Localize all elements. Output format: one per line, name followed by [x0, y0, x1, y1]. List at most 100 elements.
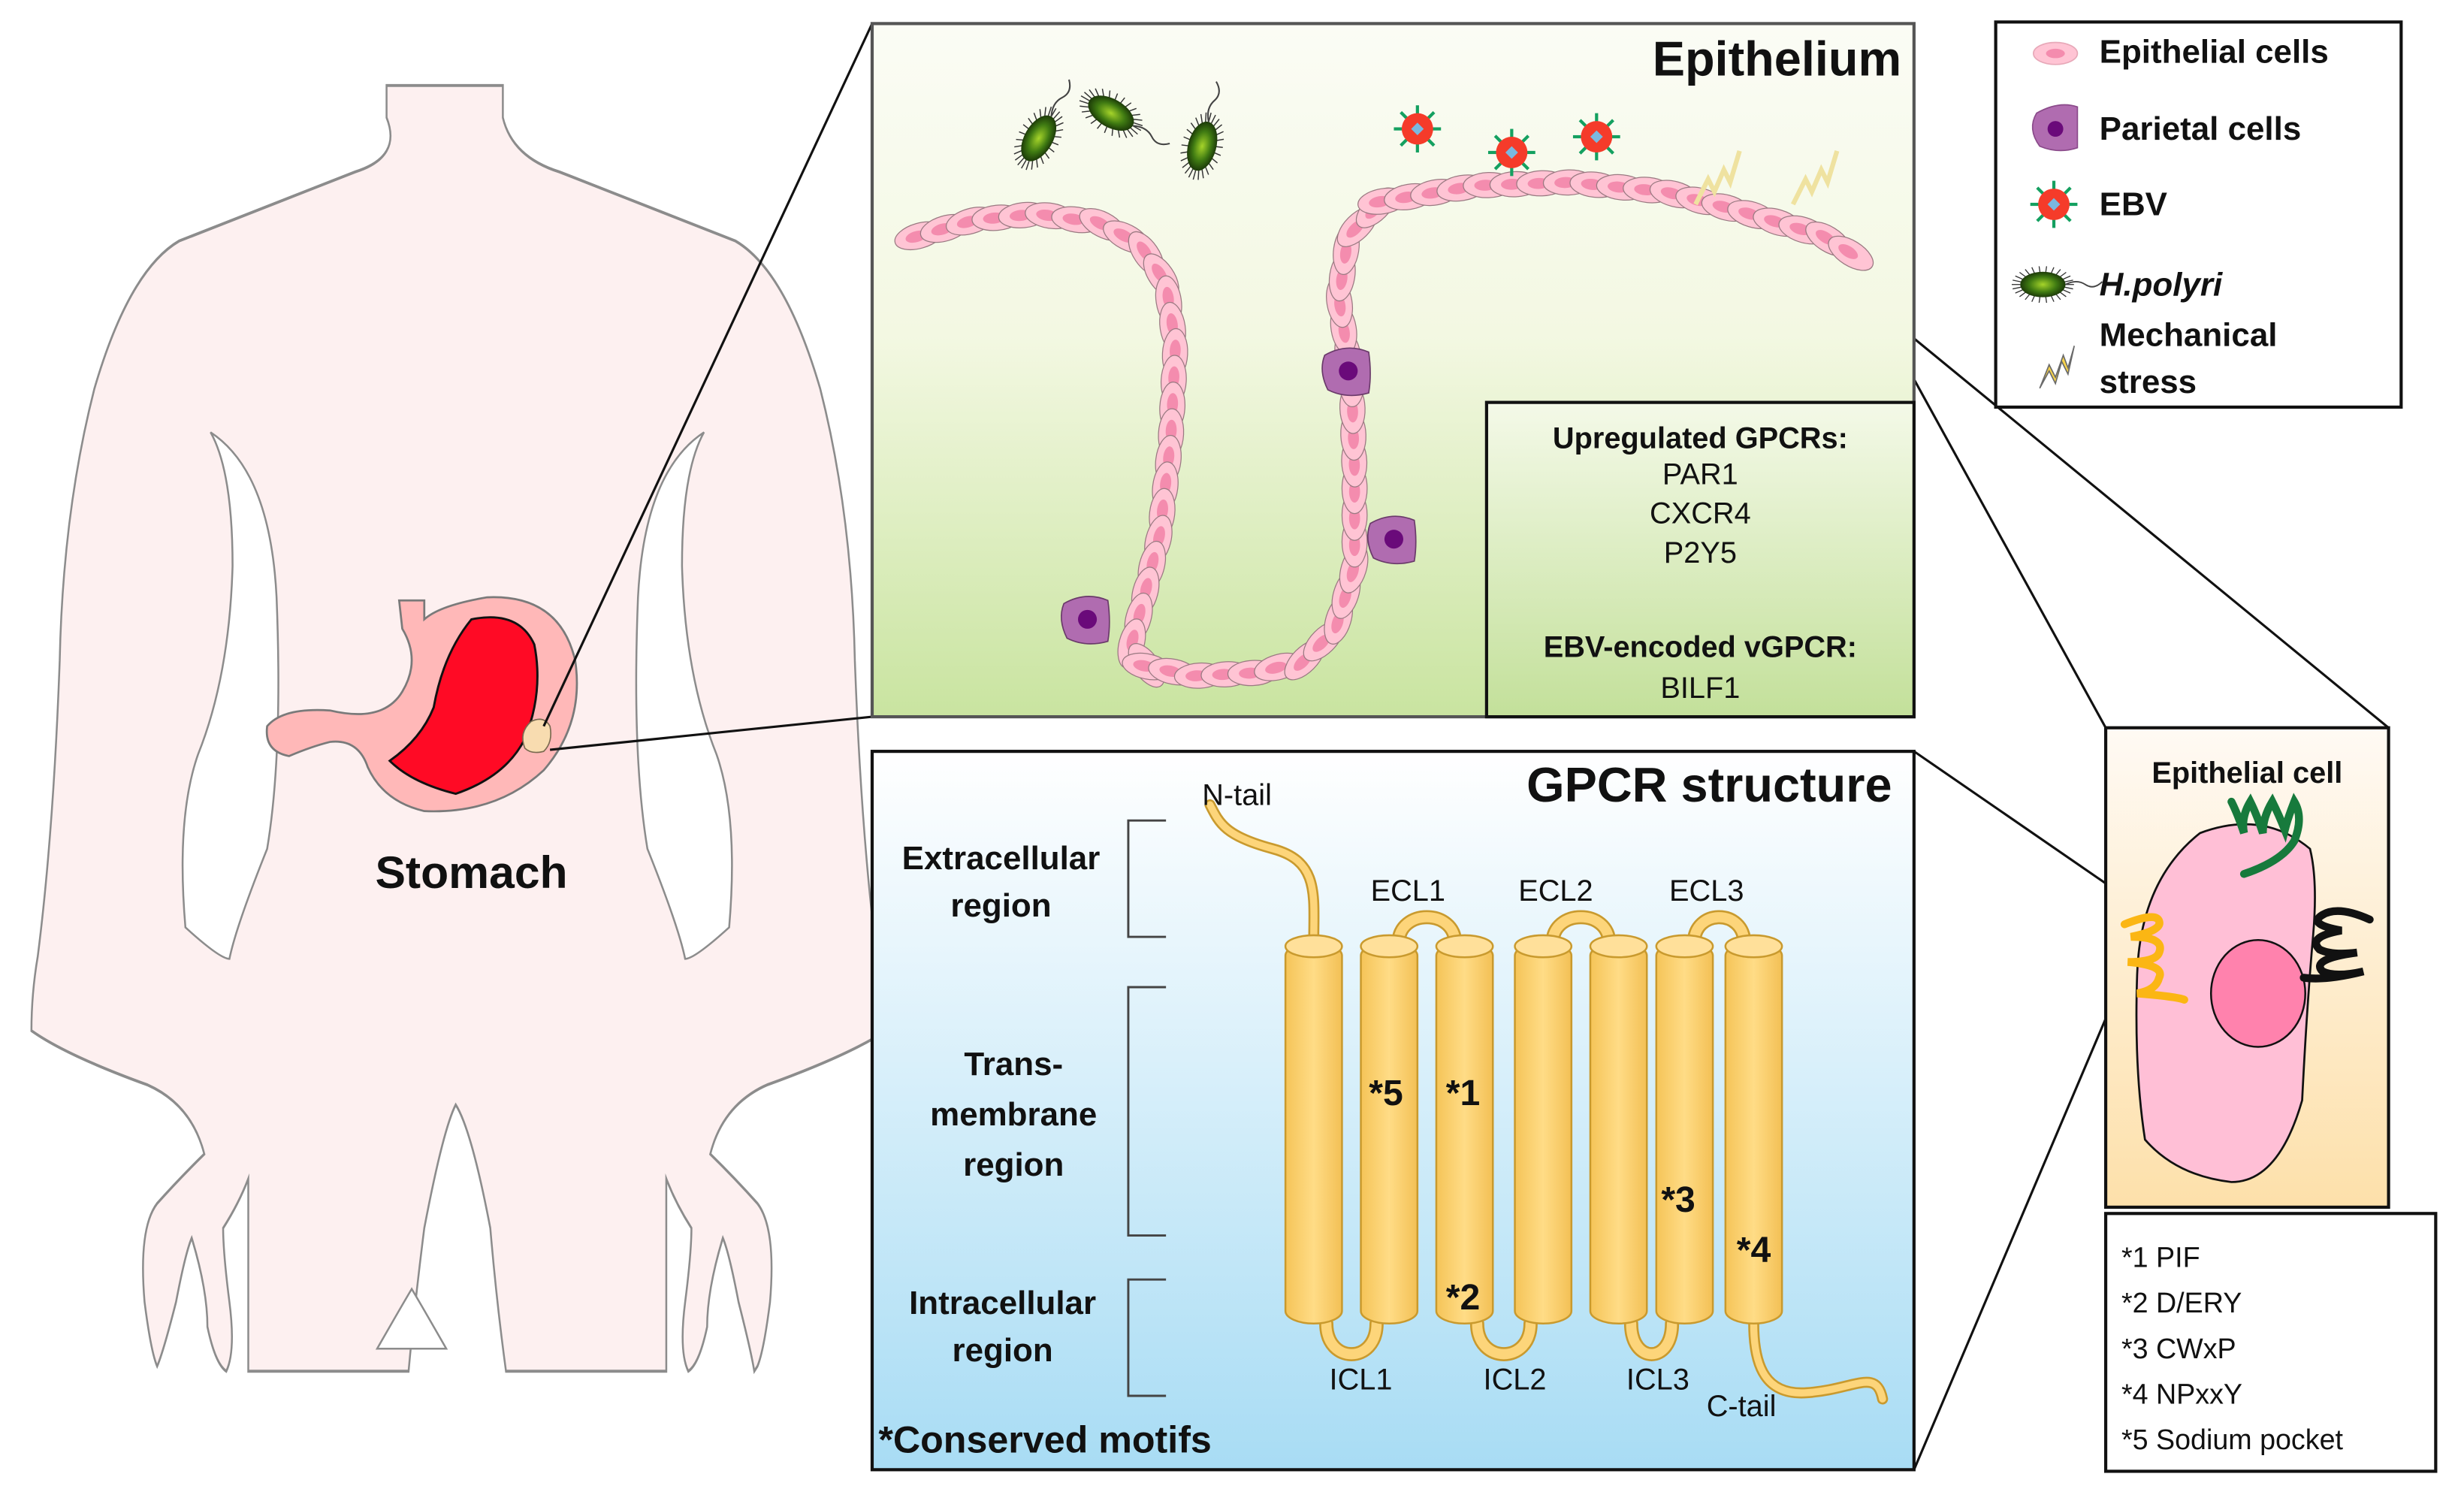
- gpcr-green-icon: [2227, 793, 2303, 878]
- gpcr-info-box: Upregulated GPCRs: PAR1 CXCR4 P2Y5 EBV-e…: [1484, 400, 1916, 719]
- motif-marker: *3: [1661, 1179, 1695, 1220]
- region-brackets: [1127, 819, 1167, 1397]
- ebv-virus: [1487, 128, 1535, 177]
- region-label-extracellular: Extracellular: [902, 840, 1101, 877]
- viral-gpcr-heading: EBV-encoded vGPCR:: [1544, 631, 1857, 664]
- region-label-transmembrane: Trans-: [964, 1046, 1063, 1083]
- pathogens-group: [1013, 79, 1840, 206]
- h-pylori-bacterium: [1079, 88, 1170, 146]
- transmembrane-helix: [1724, 934, 1783, 1325]
- n-tail-label: N-tail: [1202, 778, 1272, 811]
- h-pylori-bacterium-icon: [2011, 266, 2103, 304]
- region-label-transmembrane: region: [963, 1146, 1064, 1183]
- motif-marker: *4: [1737, 1230, 1771, 1270]
- lightning-bolt-icon: [2039, 346, 2076, 389]
- stomach-label: Stomach: [375, 847, 567, 898]
- transmembrane-helix: [1435, 934, 1494, 1325]
- legend-item: EBV: [2030, 180, 2167, 228]
- legend: Epithelial cells Parietal cells EBV H.po…: [1994, 20, 2403, 409]
- epithelium-title: Epithelium: [1653, 31, 1901, 86]
- h-pylori-bacterium: [2011, 266, 2103, 304]
- cell-panel-title: Epithelial cell: [2151, 757, 2342, 790]
- legend-item: Parietal cells: [2031, 104, 2302, 152]
- upregulated-item: CXCR4: [1650, 497, 1751, 530]
- legend-item: H.polyri: [2011, 266, 2223, 304]
- transmembrane-helix: [1514, 934, 1573, 1325]
- right-arm-gap: [635, 431, 733, 960]
- motif-marker: *1: [1446, 1073, 1480, 1113]
- region-label-intracellular: region: [952, 1332, 1052, 1369]
- conserved-motifs-footnote: *Conserved motifs: [878, 1418, 1212, 1460]
- legend-label: EBV: [2100, 186, 2167, 223]
- connector-cell-right: [1872, 304, 2390, 729]
- ebv-virus-icon: [2030, 180, 2078, 228]
- ebv-virus: [2030, 180, 2078, 228]
- icl-label: ICL3: [1626, 1364, 1689, 1397]
- stomach-illustration: Stomach: [265, 596, 578, 898]
- leg-gap: [375, 1287, 448, 1350]
- gpcr-yellow-icon: [2120, 913, 2188, 1004]
- parietal-cells-group: [1061, 347, 1417, 645]
- motif-marker: *5: [1369, 1073, 1403, 1113]
- cell-nucleus: [2209, 938, 2306, 1048]
- icl-label: ICL2: [1484, 1364, 1547, 1397]
- legend-label: stress: [2100, 364, 2197, 400]
- gpcr-panel-title: GPCR structure: [1526, 757, 1892, 812]
- legend-label: Mechanical: [2100, 316, 2278, 353]
- region-label-transmembrane: membrane: [930, 1096, 1097, 1133]
- parietal-nucleus-dot: [2047, 121, 2064, 137]
- parietal-cell: [1366, 515, 1417, 565]
- connector-gpcr-bottom: [1913, 1018, 2107, 1470]
- stomach-inner-lumen: [388, 616, 539, 796]
- ebv-virus: [1572, 113, 1620, 161]
- h-pylori-bacterium: [1180, 81, 1224, 180]
- mechanical-stress-bolt: [1790, 149, 1840, 206]
- icl-label: ICL1: [1330, 1364, 1393, 1397]
- legend-label: H.polyri: [2100, 266, 2223, 303]
- ebv-virus: [1394, 105, 1442, 153]
- gpcr-structure-panel: GPCR structure Extracellular region Tran…: [870, 750, 1916, 1472]
- transmembrane-bracket: [1127, 986, 1167, 1237]
- motif-item: *3 CWxP: [2121, 1333, 2236, 1364]
- ecl-label: ECL3: [1669, 874, 1744, 908]
- intracellular-bracket: [1127, 1278, 1167, 1397]
- upregulated-item: P2Y5: [1664, 536, 1737, 569]
- upregulated-item: PAR1: [1662, 458, 1738, 491]
- parietal-cell: [1321, 347, 1371, 397]
- mechanical-stress-bolt: [1693, 149, 1742, 206]
- transmembrane-helix: [1284, 934, 1343, 1325]
- epithelial-nucleus-dot: [2046, 48, 2065, 59]
- viral-gpcr-item: BILF1: [1660, 672, 1740, 705]
- connector-gpcr-top: [1913, 750, 2106, 885]
- motifs-box-frame: [2103, 1212, 2438, 1473]
- ecl-label: ECL2: [1518, 874, 1593, 908]
- extracellular-bracket: [1127, 819, 1167, 938]
- connector-bottom: [549, 715, 873, 751]
- legend-item: Mechanical stress: [2039, 316, 2278, 400]
- epithelial-cell-panel: Epithelial cell: [2103, 726, 2390, 1210]
- transmembrane-helix: [1655, 934, 1714, 1325]
- motif-item: *2 D/ERY: [2121, 1287, 2242, 1318]
- parietal-cell: [1061, 596, 1110, 645]
- upregulated-heading: Upregulated GPCRs:: [1553, 421, 1848, 455]
- ecl-label: ECL1: [1371, 874, 1445, 908]
- transmembrane-helix: [1589, 934, 1648, 1325]
- gpcr-black-icon: [2299, 907, 2374, 983]
- motif-item: *5 Sodium pocket: [2121, 1424, 2344, 1455]
- left-arm-gap: [181, 431, 279, 960]
- legend-label: Parietal cells: [2100, 110, 2302, 147]
- region-label-intracellular: Intracellular: [909, 1285, 1096, 1321]
- transmembrane-helix: [1360, 934, 1419, 1325]
- c-tail-label: C-tail: [1707, 1390, 1777, 1423]
- gpcr-info-box-frame: [1484, 400, 1916, 719]
- epithelial-lining: [894, 169, 1874, 689]
- legend-label: Epithelial cells: [2100, 34, 2329, 71]
- legend-item: Epithelial cells: [2033, 34, 2329, 71]
- motif-item: *4 NPxxY: [2121, 1378, 2242, 1409]
- gpcr-helices-group: [1204, 799, 1889, 1405]
- epithelium-panel: Epithelium Upregulated GPCRs: PAR1 CXCR4…: [870, 22, 1916, 719]
- h-pylori-bacterium: [1013, 79, 1071, 171]
- motifs-legend-box: *1 PIF *2 D/ERY *3 CWxP *4 NPxxY *5 Sodi…: [2103, 1212, 2438, 1473]
- motif-marker: *2: [1446, 1277, 1480, 1318]
